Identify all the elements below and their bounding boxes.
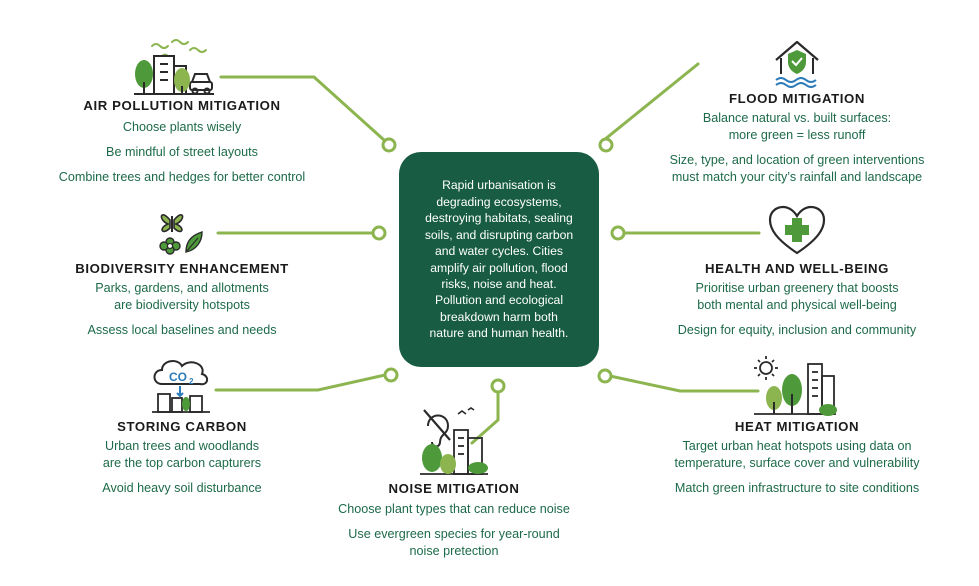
center-summary-text: Rapid urbanisation is degrading ecosyste…: [424, 178, 574, 341]
heart-cross-icon: [768, 205, 826, 255]
co2-cloud-city-icon: CO 2: [152, 360, 210, 413]
connector-heat: [608, 374, 760, 393]
topic-heat-mitigation: HEAT MITIGATION Target urban heat hotspo…: [627, 419, 967, 497]
topic-point: Avoid heavy soil disturbance: [102, 481, 262, 495]
topic-point: Size, type, and location of green interv…: [669, 153, 925, 167]
center-summary-box: Rapid urbanisation is degrading ecosyste…: [399, 152, 599, 367]
topic-noise-mitigation: NOISE MITIGATION Choose plant types that…: [294, 481, 614, 560]
topic-point: temperature, surface cover and vulnerabi…: [674, 456, 920, 470]
topic-point: Design for equity, inclusion and communi…: [677, 323, 917, 337]
connector-node-health: [610, 225, 626, 241]
house-shield-water-icon: [775, 40, 819, 88]
muted-ear-city-icon: [420, 407, 488, 475]
topic-point: Parks, gardens, and allotments: [95, 281, 269, 295]
topic-health-wellbeing: HEALTH AND WELL-BEING Prioritise urban g…: [627, 261, 967, 339]
connector-flood: [602, 62, 700, 142]
connector-node-carbon: [383, 367, 399, 383]
connector-carbon: [214, 373, 387, 392]
topic-point: Use evergreen species for year-round: [348, 527, 560, 541]
sun-trees-city-icon: [754, 356, 837, 416]
connector-node-air: [381, 137, 397, 153]
topic-point: must match your city’s rainfall and land…: [671, 170, 923, 184]
topic-point: Urban trees and woodlands: [104, 439, 260, 453]
butterfly-flower-leaf-icon: [159, 214, 203, 255]
topic-title: HEALTH AND WELL-BEING: [704, 261, 890, 276]
connector-node-flood: [598, 137, 614, 153]
topic-point: Choose plant types that can reduce noise: [338, 502, 570, 516]
topic-point: Prioritise urban greenery that boosts: [695, 281, 899, 295]
topic-biodiversity: BIODIVERSITY ENHANCEMENT Parks, gardens,…: [12, 261, 352, 339]
topic-title: AIR POLLUTION MITIGATION: [83, 98, 281, 113]
topic-title: STORING CARBON: [117, 419, 247, 434]
topic-storing-carbon: STORING CARBON Urban trees and woodlands…: [12, 419, 352, 497]
topic-point: Assess local baselines and needs: [87, 323, 277, 337]
connector-air: [219, 75, 386, 142]
connector-node-heat: [597, 368, 613, 384]
co2-label: CO: [169, 370, 187, 384]
topic-point: Balance natural vs. built surfaces:: [702, 111, 892, 125]
topic-point: are biodiversity hotspots: [114, 298, 250, 312]
topic-point: Target urban heat hotspots using data on: [682, 439, 912, 453]
topic-point: both mental and physical well-being: [697, 298, 897, 312]
connector-node-noise: [490, 378, 506, 394]
connector-noise: [470, 388, 500, 445]
co2-subscript: 2: [189, 377, 194, 386]
topic-title: NOISE MITIGATION: [388, 481, 520, 496]
city-trees-car-icon: [134, 39, 214, 95]
topic-title: HEAT MITIGATION: [734, 419, 860, 434]
topic-point: Combine trees and hedges for better cont…: [58, 170, 306, 184]
topic-title: BIODIVERSITY ENHANCEMENT: [75, 261, 289, 276]
topic-point: are the top carbon capturers: [102, 456, 262, 470]
connector-node-biodiversity: [371, 225, 387, 241]
topic-point: Be mindful of street layouts: [106, 145, 258, 159]
topic-title: FLOOD MITIGATION: [728, 91, 866, 106]
topic-point: Match green infrastructure to site condi…: [674, 481, 920, 495]
topic-point: Choose plants wisely: [122, 120, 242, 134]
topic-flood-mitigation: FLOOD MITIGATION Balance natural vs. bui…: [627, 91, 967, 186]
topic-point: noise pretection: [409, 544, 499, 558]
topic-air-pollution: AIR POLLUTION MITIGATION Choose plants w…: [12, 98, 352, 186]
topic-point: more green = less runoff: [728, 128, 866, 142]
